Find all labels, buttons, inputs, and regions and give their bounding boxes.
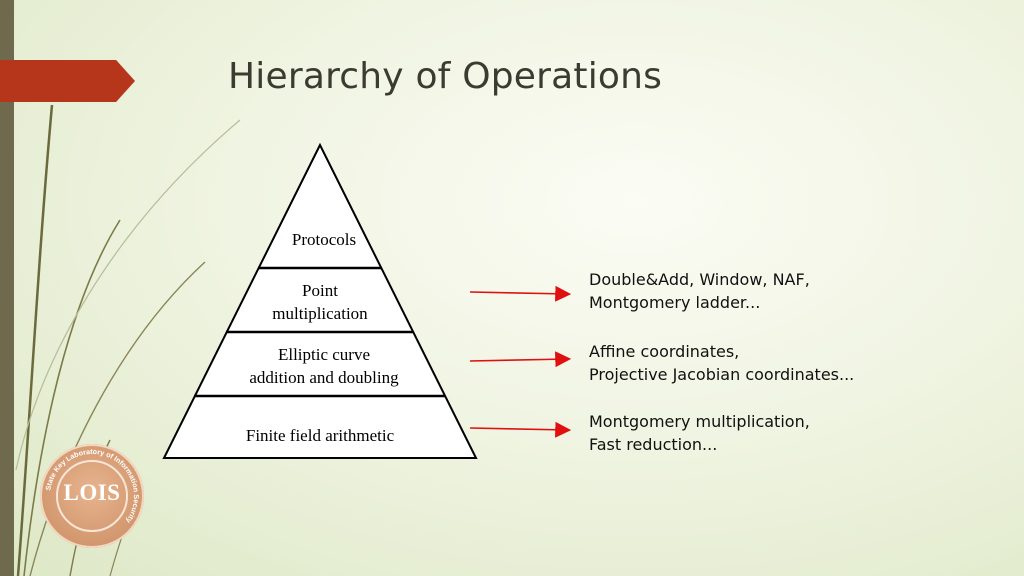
- description-point-multiplication: Double&Add, Window, NAF, Montgomery ladd…: [589, 268, 810, 314]
- right-arrow-icon: [469, 421, 572, 438]
- description-line: Projective Jacobian coordinates...: [589, 365, 855, 384]
- pyramid-level-label: Point: [302, 281, 338, 300]
- slide-title: Hierarchy of Operations: [228, 56, 663, 97]
- pyramid-level-label: Protocols: [291, 230, 357, 249]
- pyramid-level-finite-field: Finite field arithmetic: [200, 424, 440, 447]
- description-line: Fast reduction...: [589, 435, 718, 454]
- decorative-curves: [15, 104, 241, 576]
- pyramid-level-label: addition and doubling: [249, 368, 399, 387]
- description-finite-field: Montgomery multiplication, Fast reductio…: [589, 410, 810, 456]
- pyramid-level-elliptic-curve: Elliptic curve addition and doubling: [214, 343, 434, 389]
- lois-logo: State Key Laboratory of Information Secu…: [40, 444, 144, 548]
- left-accent-bar: [0, 0, 14, 576]
- pyramid-level-point-multiplication: Point multiplication: [240, 279, 400, 325]
- title-arrow-marker: [0, 60, 135, 102]
- pyramid-level-label: Finite field arithmetic: [245, 426, 395, 445]
- logo-inner-ring: [56, 460, 128, 532]
- pyramid-level-label: Elliptic curve: [277, 345, 371, 364]
- right-arrow-icon: [469, 285, 572, 302]
- pyramid-outline: [162, 142, 478, 459]
- pyramid-level-protocols: Protocols: [260, 228, 388, 251]
- right-arrow-icon: [469, 351, 572, 368]
- pyramid-level-label: multiplication: [272, 304, 368, 323]
- description-line: Affine coordinates,: [589, 342, 740, 361]
- description-line: Double&Add, Window, NAF,: [589, 270, 810, 289]
- description-line: Montgomery ladder...: [589, 293, 761, 312]
- description-elliptic-curve: Affine coordinates, Projective Jacobian …: [589, 340, 854, 386]
- logo-text: LOIS: [63, 480, 121, 505]
- description-line: Montgomery multiplication,: [589, 412, 810, 431]
